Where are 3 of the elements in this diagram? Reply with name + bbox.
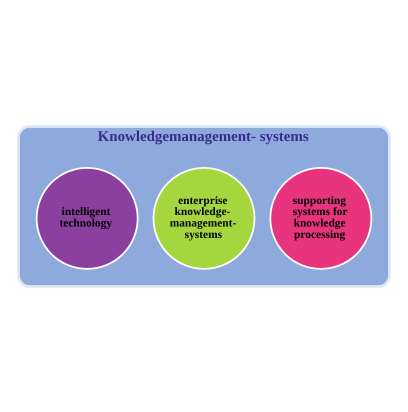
node-circle: enterprise knowledge- management- systems [152, 166, 256, 270]
node-circle: intelligent technology [36, 166, 139, 270]
node-circle: supporting systems for knowledge processing [269, 166, 372, 270]
